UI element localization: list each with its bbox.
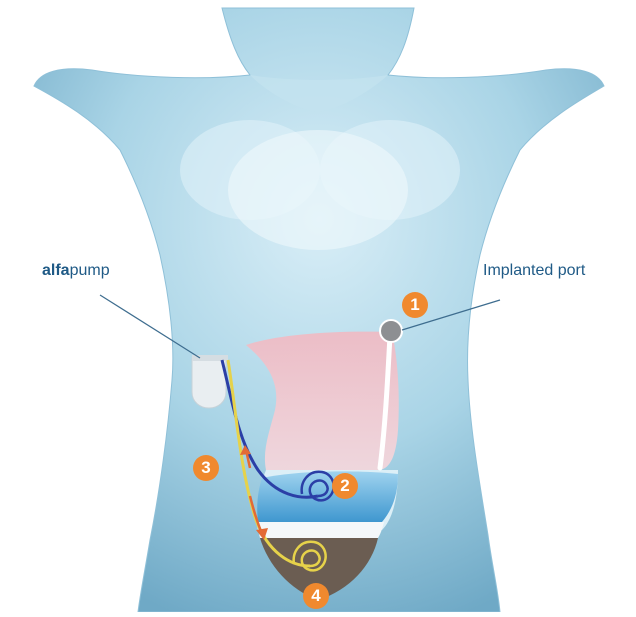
pump-label-bold: alfa	[42, 262, 70, 279]
pump-label: alfapump	[42, 262, 110, 280]
marker-1: 1	[402, 292, 428, 318]
marker-3: 3	[193, 455, 219, 481]
center-highlight	[228, 130, 408, 250]
pump-label-rest: pump	[70, 262, 110, 279]
marker-2: 2	[332, 473, 358, 499]
grey-port-icon	[380, 320, 402, 342]
port-label: Implanted port	[483, 262, 585, 280]
marker-4: 4	[303, 583, 329, 609]
membrane	[256, 522, 384, 538]
peritoneal-fluid	[257, 471, 398, 522]
pump-device-icon	[192, 358, 226, 408]
